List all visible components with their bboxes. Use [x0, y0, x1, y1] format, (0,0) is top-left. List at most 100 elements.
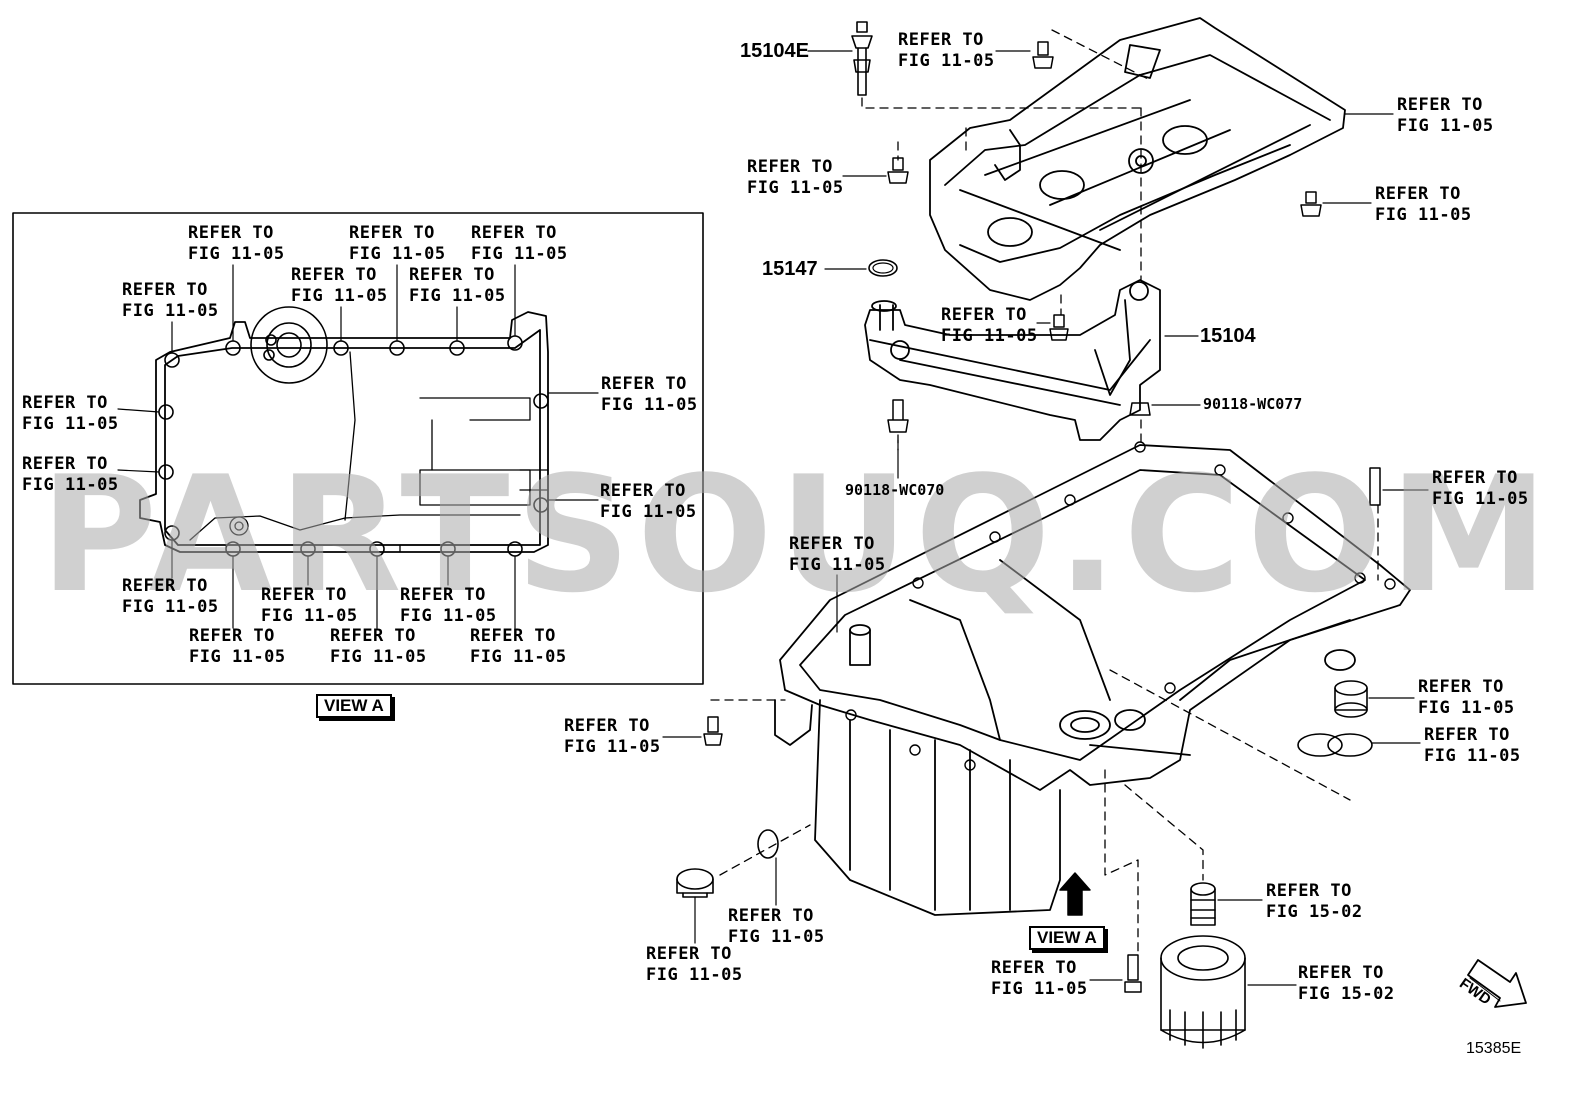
view-a-label: VIEW A	[1029, 926, 1105, 950]
refer-text: REFER TO	[601, 374, 687, 394]
refer-text: REFER TO	[409, 265, 495, 285]
bolts-small	[703, 41, 1381, 993]
stud-15104E	[851, 21, 873, 96]
leader-lines	[662, 50, 1429, 986]
part-15147[interactable]: 15147	[762, 258, 818, 280]
refer-text: REFER TO	[400, 585, 486, 605]
gasket-15147	[868, 259, 898, 277]
view-a-arrow	[1059, 872, 1091, 916]
refer-text: REFER TO	[189, 626, 275, 646]
refer-text: REFER TO	[330, 626, 416, 646]
refer-text: REFER TO	[728, 906, 814, 926]
fig-text: FIG 11-05	[400, 606, 497, 626]
part-15104[interactable]: 15104	[1200, 325, 1256, 347]
fig-text: FIG 11-05	[941, 326, 1038, 346]
union-bolt	[1190, 882, 1216, 926]
fig-text: FIG 11-05	[122, 597, 219, 617]
diagram-code: 15385E	[1466, 1040, 1522, 1057]
refer-text: REFER TO	[646, 944, 732, 964]
refer-text: REFER TO	[122, 576, 208, 596]
refer-text: REFER TO	[1432, 468, 1518, 488]
fig-text: FIG 11-05	[189, 647, 286, 667]
fig-text: FIG 11-05	[471, 244, 568, 264]
refer-text: REFER TO	[1418, 677, 1504, 697]
fig-text: FIG 11-05	[122, 301, 219, 321]
refer-text: REFER TO	[188, 223, 274, 243]
fig-text: FIG 11-05	[22, 414, 119, 434]
view-a-filter-boss	[250, 306, 328, 384]
oil-filter	[1160, 935, 1246, 1049]
fig-text: FIG 11-05	[1397, 116, 1494, 136]
refer-text: REFER TO	[291, 265, 377, 285]
refer-text: REFER TO	[991, 958, 1077, 978]
refer-text: REFER TO	[1397, 95, 1483, 115]
refer-text: REFER TO	[1424, 725, 1510, 745]
refer-text: REFER TO	[564, 716, 650, 736]
part-90118-WC070[interactable]: 90118-WC070	[845, 481, 945, 499]
refer-text: REFER TO	[600, 481, 686, 501]
fig-text: FIG 11-05	[728, 927, 825, 947]
fig-text: FIG 11-05	[22, 475, 119, 495]
oil-pan-no2	[864, 279, 1161, 441]
refer-text: REFER TO	[898, 30, 984, 50]
fig-text: FIG 11-05	[789, 555, 886, 575]
fig-text: FIG 11-05	[601, 395, 698, 415]
oil-pan-main	[774, 444, 1411, 916]
o-rings	[1297, 733, 1373, 757]
view-a-pan-outline	[139, 311, 549, 553]
refer-text: REFER TO	[1375, 184, 1461, 204]
oil-pan-bolt-holes	[845, 441, 1396, 771]
view-a-inner-details	[189, 351, 549, 553]
refer-text: REFER TO	[22, 454, 108, 474]
refer-text: REFER TO	[471, 223, 557, 243]
drain-gasket	[757, 829, 779, 859]
view-a-bolt-holes	[158, 335, 549, 557]
view-a-label: VIEW A	[316, 694, 392, 718]
fig-text: FIG 11-05	[1432, 489, 1529, 509]
refer-text: REFER TO	[22, 393, 108, 413]
filter-cap	[1334, 680, 1368, 718]
oil-pan-undercover	[929, 17, 1346, 301]
fig-text: FIG 11-05	[261, 606, 358, 626]
fig-text: FIG 11-05	[898, 51, 995, 71]
part-15104E[interactable]: 15104E	[740, 40, 809, 62]
fig-text: FIG 11-05	[747, 178, 844, 198]
drain-plug	[676, 868, 714, 898]
fwd-arrow	[1467, 959, 1527, 1008]
fig-text: FIG 11-05	[600, 502, 697, 522]
part-90118-WC077[interactable]: 90118-WC077	[1203, 395, 1303, 413]
fig-text: FIG 15-02	[1266, 902, 1363, 922]
